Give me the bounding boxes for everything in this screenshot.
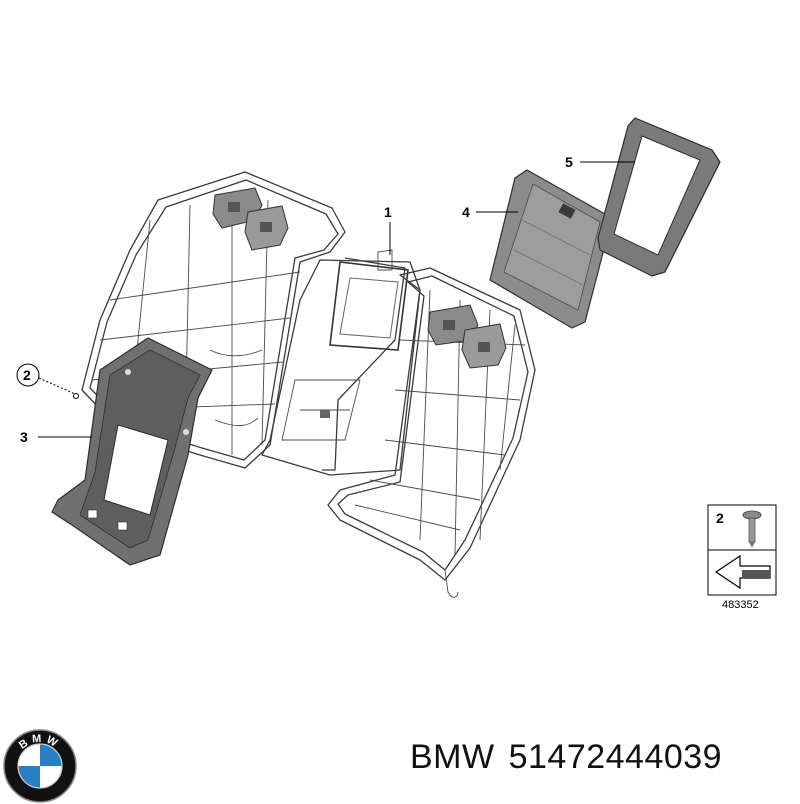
part-number-label: BMW 51472444039	[410, 738, 790, 788]
bmw-logo: BMW	[3, 729, 77, 803]
screw-icon	[742, 510, 762, 548]
legend-box: 2 483352	[707, 504, 777, 611]
lower-bracket-plate	[51, 337, 213, 566]
callout-2: 2	[16, 363, 79, 399]
svg-text:4: 4	[462, 204, 470, 220]
svg-text:3: 3	[20, 429, 28, 445]
svg-text:5: 5	[565, 154, 573, 170]
brand-name: BMW	[410, 738, 495, 776]
cover-plate	[489, 169, 613, 329]
svg-text:2: 2	[23, 367, 31, 383]
callout-3: 3	[20, 429, 92, 445]
svg-text:2: 2	[716, 510, 724, 526]
part-number: 51472444039	[508, 738, 723, 776]
callout-4: 4	[462, 204, 518, 220]
arrow-wedge-icon	[714, 554, 771, 590]
left-hinge-bracket	[212, 187, 289, 251]
svg-text:483352: 483352	[722, 599, 759, 611]
svg-text:1: 1	[384, 204, 392, 220]
right-hinge-bracket	[427, 304, 507, 369]
trim-ring	[597, 117, 721, 277]
seat-back-wire-frame	[81, 171, 536, 598]
callout-1: 1	[384, 204, 392, 255]
callout-5: 5	[565, 154, 635, 170]
